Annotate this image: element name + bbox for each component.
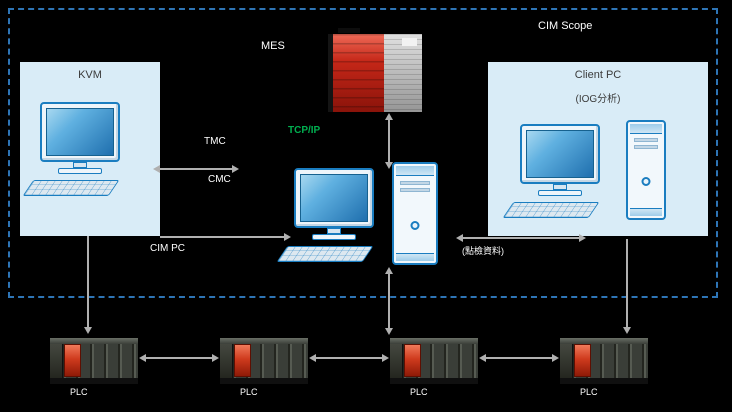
plc-base [560,378,648,384]
plc-unit-4 [560,338,648,384]
arrow-line [388,120,390,162]
monitor-neck [73,162,87,168]
mes-label: MES [261,40,285,52]
monitor-icon [294,168,374,228]
arrow-line [486,357,552,359]
monitor-screen [526,130,594,178]
tower-drive-slot [634,145,658,149]
plc-rail [220,338,308,344]
server-handle [338,28,360,33]
keyboard-icon [22,180,120,196]
arrow-line [316,357,382,359]
plc-left-module [220,344,233,378]
tower-drive-slot [400,181,430,185]
arrow-head-down-icon [385,328,393,335]
tower-drive-slot [400,188,430,192]
tower-bottom-band [630,208,662,216]
plc-left-module [390,344,403,378]
plc-base [50,378,138,384]
plc-label: PLC [240,387,258,397]
arrow-head-right-icon [382,354,389,362]
keyboard-icon [276,246,374,262]
server-front-panel [333,34,384,112]
plc-red-module [64,344,81,377]
monitor-icon [40,102,120,162]
arrow-line [388,274,390,328]
plc-label: PLC [70,387,88,397]
plc-left-module [50,344,63,378]
plc-label: PLC [410,387,428,397]
client-link-label: (點檢資料) [462,246,504,256]
cim-pc-computer-illustration [276,168,382,264]
tower-top-band [630,124,662,134]
plc-red-module [404,344,421,377]
tower-bottom-band [396,253,434,261]
kvm-panel-title: KVM [78,69,102,81]
plc-left-module [560,344,573,378]
arrow-head-right-icon [232,165,239,173]
arrow-line [160,168,232,170]
plc-unit-2 [220,338,308,384]
plc-red-module [574,344,591,377]
tower-drive-slot [634,138,658,142]
arrow-head-left-icon [309,354,316,362]
arrow-line [626,239,628,327]
client-computer-illustration [502,124,608,220]
cim-pc-label: CIM PC [150,243,185,254]
monitor-base [58,168,102,174]
cim-scope-label: CIM Scope [538,20,593,32]
monitor-base [312,234,356,240]
cmc-label: CMC [208,174,231,185]
plc-rail [50,338,138,344]
arrow-head-down-icon [385,162,393,169]
monitor-neck [327,228,341,234]
server-side-panel [384,34,422,112]
client-tower-icon [626,120,666,220]
arrow-line [87,236,89,327]
arrow-head-right-icon [579,234,586,242]
plc-red-module [234,344,251,377]
cim-scope-boundary [8,8,718,298]
arrow-line [463,237,579,239]
tower-power-button [410,221,420,230]
plc-base [390,378,478,384]
tower-top-band [396,166,434,176]
client-panel-title: Client PC [574,69,622,81]
keyboard-icon [502,202,600,218]
server-left-edge [328,34,333,112]
tower-power-button [641,177,651,186]
arrow-head-left-icon [139,354,146,362]
arrow-head-left-icon [456,234,463,242]
tmc-label: TMC [204,136,226,147]
arrow-head-left-icon [479,354,486,362]
tcpip-label: TCP/IP [288,125,321,136]
arrow-line [146,357,212,359]
kvm-computer-illustration [22,102,128,198]
arrow-head-left-icon [153,165,160,173]
monitor-icon [520,124,600,184]
monitor-neck [553,184,567,190]
arrow-head-down-icon [84,327,92,334]
arrow-head-right-icon [552,354,559,362]
plc-rail [390,338,478,344]
arrow-line [160,236,284,238]
plc-base [220,378,308,384]
monitor-screen [300,174,368,222]
arrow-head-up-icon [385,267,393,274]
server-label-chip [402,38,417,46]
monitor-base [538,190,582,196]
arrow-head-up-icon [385,113,393,120]
plc-label: PLC [580,387,598,397]
mes-server-illustration [328,28,422,112]
arrow-head-right-icon [212,354,219,362]
plc-unit-1 [50,338,138,384]
client-panel-subtitle: (IOG分析) [575,94,621,105]
cim-pc-tower-icon [392,162,438,265]
plc-rail [560,338,648,344]
arrow-head-down-icon [623,327,631,334]
monitor-screen [46,108,114,156]
plc-unit-3 [390,338,478,384]
arrow-head-right-icon [284,233,291,241]
